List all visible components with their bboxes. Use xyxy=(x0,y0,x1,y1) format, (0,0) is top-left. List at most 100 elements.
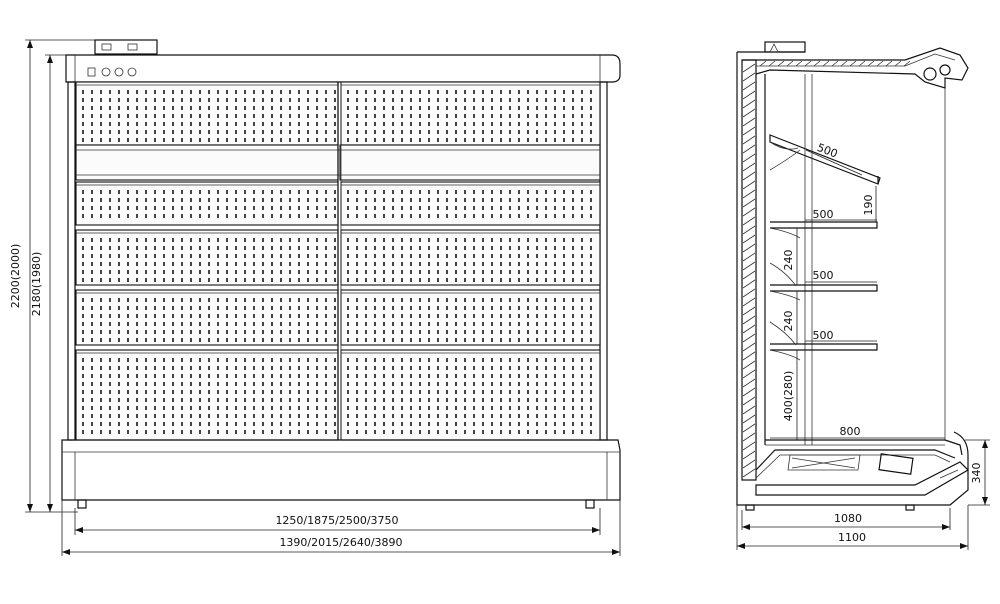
perforation-slot xyxy=(455,358,457,362)
perforation-slot xyxy=(365,198,367,202)
perforation-slot xyxy=(374,414,376,418)
back-panels xyxy=(75,81,601,441)
perforation-slot xyxy=(100,238,102,242)
perforation-slot xyxy=(527,406,529,410)
perforation-slot xyxy=(289,122,291,126)
perforation-slot xyxy=(136,314,138,318)
perforation-slot xyxy=(190,422,192,426)
perforation-slot xyxy=(554,390,556,394)
perforation-slot xyxy=(572,322,574,326)
perforation-slot xyxy=(518,366,520,370)
perforation-slot xyxy=(82,90,84,94)
perforation-slot xyxy=(118,98,120,102)
perforation-slot xyxy=(127,254,129,258)
perforation-slot xyxy=(289,98,291,102)
dim-incline-height: 190 xyxy=(862,195,875,216)
perforation-slot xyxy=(545,106,547,110)
perforation-slot xyxy=(527,374,529,378)
canopy-section xyxy=(742,47,969,89)
perforation-slot xyxy=(563,190,565,194)
perforation-slot xyxy=(518,398,520,402)
back-wall xyxy=(741,59,757,481)
perforation-slot xyxy=(118,406,120,410)
perforation-slot xyxy=(289,114,291,118)
perforation-slot xyxy=(365,398,367,402)
perforation-slot xyxy=(244,406,246,410)
perforation-slot xyxy=(347,414,349,418)
perforation-slot xyxy=(244,254,246,258)
perforation-slot xyxy=(509,298,511,302)
perforation-slot xyxy=(181,430,183,434)
perforation-slot xyxy=(581,330,583,334)
perforation-slot xyxy=(271,270,273,274)
perforation-slot xyxy=(374,98,376,102)
perforation-slot xyxy=(316,374,318,378)
perforation-slot xyxy=(374,338,376,342)
perforation-slot xyxy=(572,382,574,386)
perforation-slot xyxy=(163,278,165,282)
hatch-line xyxy=(742,81,756,91)
hatch-line xyxy=(742,99,756,109)
perforation-slot xyxy=(419,254,421,258)
shelf-lower xyxy=(769,321,878,361)
perforation-slot xyxy=(136,414,138,418)
perforation-slot xyxy=(163,330,165,334)
perforation-slot xyxy=(401,238,403,242)
perforation-slot xyxy=(298,198,300,202)
perforation-slot xyxy=(563,366,565,370)
perforation-slot xyxy=(446,246,448,250)
perforation-slot xyxy=(545,374,547,378)
perforation-slot xyxy=(473,430,475,434)
perforation-slot xyxy=(464,322,466,326)
perforation-slot xyxy=(82,106,84,110)
perforation-slot xyxy=(262,366,264,370)
perforation-slot xyxy=(82,190,84,194)
perforation-slot xyxy=(226,422,228,426)
perforation-slot xyxy=(581,414,583,418)
perforation-slot xyxy=(347,398,349,402)
perforation-slot xyxy=(356,130,358,134)
perforation-slot xyxy=(356,206,358,210)
perforation-slot xyxy=(235,114,237,118)
perforation-slot xyxy=(136,190,138,194)
perforation-slot xyxy=(190,390,192,394)
perforation-slot xyxy=(325,90,327,94)
perforation-slot xyxy=(154,270,156,274)
perforation-slot xyxy=(527,398,529,402)
perforation-slot xyxy=(253,306,255,310)
perforation-slot xyxy=(383,190,385,194)
perforation-slot xyxy=(590,430,592,434)
perforation-slot xyxy=(172,114,174,118)
perforation-slot xyxy=(545,206,547,210)
perforation-slot xyxy=(244,382,246,386)
perforation-slot xyxy=(289,270,291,274)
perforation-slot xyxy=(244,422,246,426)
perforation-slot xyxy=(563,358,565,362)
perforation-slot xyxy=(244,278,246,282)
perforation-slot xyxy=(163,198,165,202)
perforation-slot xyxy=(401,398,403,402)
perforation-slot xyxy=(374,382,376,386)
perforation-slot xyxy=(491,238,493,242)
perforation-slot xyxy=(181,382,183,386)
perforation-slot xyxy=(527,122,529,126)
perforation-slot xyxy=(217,330,219,334)
perforation-slot xyxy=(172,406,174,410)
perforation-slot xyxy=(316,414,318,418)
perforation-slot xyxy=(235,322,237,326)
perforation-slot xyxy=(163,406,165,410)
perforation-slot xyxy=(581,298,583,302)
hatch-line xyxy=(742,270,756,280)
hatch-line xyxy=(742,261,756,271)
perforation-slot xyxy=(491,306,493,310)
perforation-slot xyxy=(473,246,475,250)
perforation-slot xyxy=(437,422,439,426)
dim-shelf-middle: 500 xyxy=(813,269,834,282)
perforation-slot xyxy=(253,298,255,302)
perforation-slot xyxy=(307,90,309,94)
perforation-slot xyxy=(244,306,246,310)
perforation-slot xyxy=(118,106,120,110)
perforation-slot xyxy=(154,254,156,258)
perforation-slot xyxy=(154,390,156,394)
perforation-slot xyxy=(244,214,246,218)
